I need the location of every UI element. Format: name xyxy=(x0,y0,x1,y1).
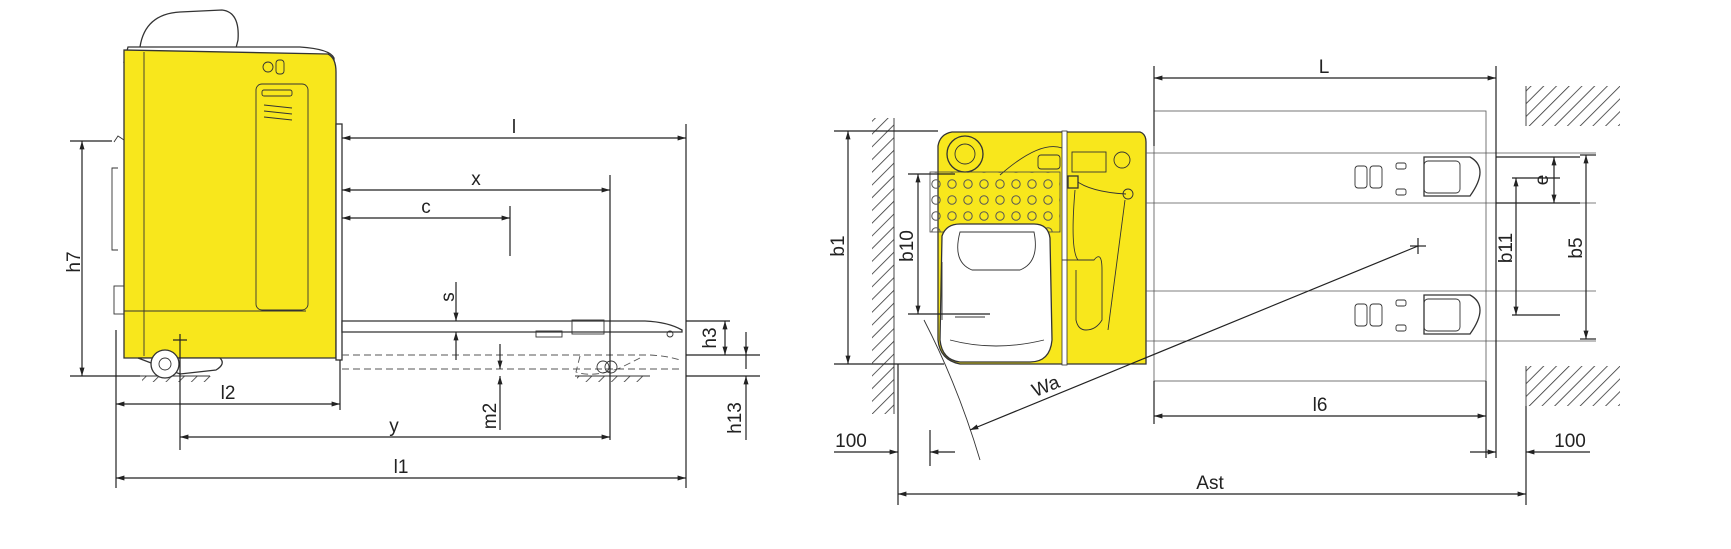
key-icon xyxy=(262,61,274,73)
fork-top-roller-b xyxy=(1369,165,1383,189)
fork-raised xyxy=(341,320,683,333)
truck-body xyxy=(123,49,337,359)
operator-seat xyxy=(939,223,1053,363)
wall-right-bottom xyxy=(1526,366,1620,406)
fork-top-wheel xyxy=(1423,160,1461,194)
operator-guard xyxy=(139,9,239,49)
label-m2: m2 xyxy=(480,403,501,429)
wall-right-top xyxy=(1526,86,1620,126)
pallet-outline xyxy=(1153,110,1487,382)
label-clear-left: 100 xyxy=(835,431,867,452)
fork-lowered-link xyxy=(575,355,641,375)
label-l: l xyxy=(512,117,516,138)
display-screen xyxy=(1071,151,1107,173)
label-c: c xyxy=(421,197,431,218)
load-wheel-2 xyxy=(604,360,618,374)
label-l2: l2 xyxy=(221,383,236,404)
ground-hatch-rear xyxy=(142,376,212,382)
fork-bottom-pad-b xyxy=(1395,324,1407,332)
vent-1 xyxy=(263,104,293,109)
top-view: Wa L b1 b10 b11 e b5 l6 xyxy=(828,57,1620,505)
dash-curve xyxy=(999,146,1063,176)
fork-top xyxy=(1423,156,1481,197)
label-h7: h7 xyxy=(64,251,85,272)
seat-front xyxy=(949,339,1045,347)
lever xyxy=(1067,175,1079,189)
label-l6: l6 xyxy=(1313,395,1328,416)
seat-back xyxy=(957,231,1036,271)
vent-3 xyxy=(263,116,293,121)
side-box xyxy=(113,285,125,315)
label-Ast: Ast xyxy=(1196,473,1224,494)
body-divider xyxy=(1061,130,1068,366)
emergency-button xyxy=(1113,151,1131,169)
fork-raised-tip xyxy=(571,319,605,335)
label-Wa: Wa xyxy=(1029,372,1063,402)
steering-hub xyxy=(954,143,976,165)
label-y: y xyxy=(389,416,399,437)
fork-top-pad-a xyxy=(1395,162,1407,170)
vent-2 xyxy=(263,110,293,115)
fork-roller xyxy=(535,330,563,338)
label-L: L xyxy=(1319,57,1330,78)
label-s: s xyxy=(438,292,459,302)
tiller-stub xyxy=(113,135,125,143)
display-box xyxy=(1037,154,1061,170)
platform-mat xyxy=(929,171,1061,233)
dim-Wa xyxy=(969,245,1419,431)
control-panel xyxy=(255,83,309,311)
label-b5: b5 xyxy=(1566,237,1587,258)
drive-wheel-hub xyxy=(158,357,172,371)
label-b11: b11 xyxy=(1496,233,1517,263)
fork-top-roller-a xyxy=(1354,165,1368,189)
cable-loop xyxy=(1072,189,1103,331)
side-view: l x c s h7 h3 h13 m2 xyxy=(64,9,760,488)
steering-wheel xyxy=(946,135,984,173)
wall-left xyxy=(872,118,894,414)
switch-icon xyxy=(275,59,285,75)
label-e: e xyxy=(1532,175,1553,186)
fork-lowered-top xyxy=(342,354,681,361)
label-clear-right: 100 xyxy=(1554,431,1586,452)
body-curve xyxy=(1107,199,1126,331)
label-h3: h3 xyxy=(700,327,721,348)
label-l1: l1 xyxy=(394,457,409,478)
load-wheel xyxy=(596,360,610,374)
fork-carriage xyxy=(335,123,343,361)
fork-bottom-roller-b xyxy=(1369,303,1383,327)
label-x: x xyxy=(471,169,481,190)
side-handle xyxy=(111,167,118,251)
fork-bottom xyxy=(1423,294,1481,335)
label-b10: b10 xyxy=(897,230,918,262)
fork-raised-pin xyxy=(666,330,674,338)
fork-bottom-wheel xyxy=(1423,298,1461,332)
drive-wheel xyxy=(150,349,180,379)
turning-arc xyxy=(923,319,981,461)
ground-hatch-front xyxy=(577,376,649,382)
label-h13: h13 xyxy=(725,402,746,434)
fork-bottom-roller-a xyxy=(1354,303,1368,327)
label-b1: b1 xyxy=(828,235,849,256)
panel-slot xyxy=(261,89,293,97)
fork-bottom-pad-a xyxy=(1395,299,1407,307)
fork-top-pad-b xyxy=(1395,188,1407,196)
